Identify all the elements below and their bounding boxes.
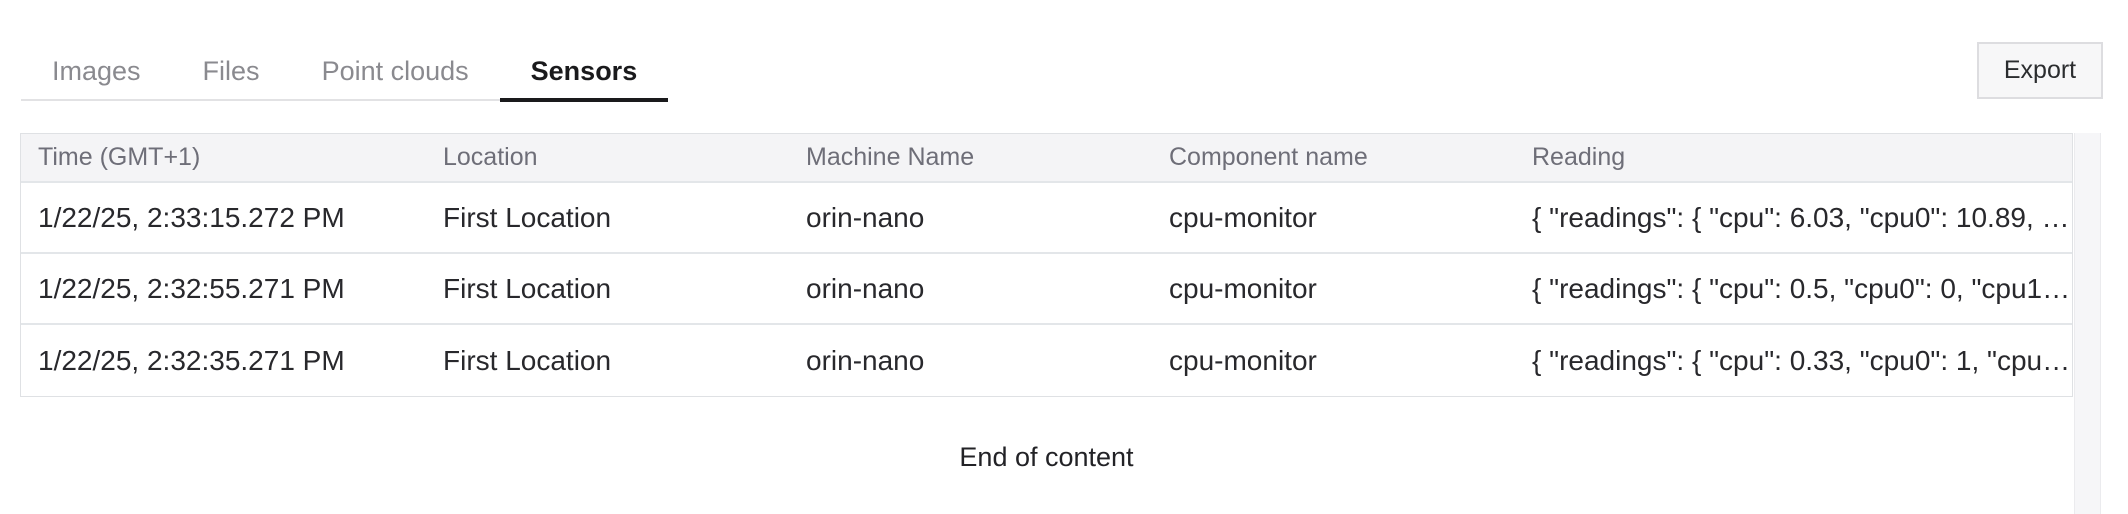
table-row[interactable]: 1/22/25, 2:33:15.272 PM First Location o… — [21, 183, 2072, 254]
reading-json-text: { "readings": { "cpu": 0.33, "cpu0": 1, … — [1532, 344, 2072, 376]
tab-files-label: Files — [202, 56, 260, 86]
vertical-scrollbar-track[interactable] — [2074, 133, 2101, 514]
cell-machine-name: orin-nano — [806, 344, 925, 376]
cell-time: 1/22/25, 2:32:35.271 PM — [38, 344, 345, 376]
cell-location: First Location — [443, 344, 612, 376]
cell-machine-name: orin-nano — [806, 272, 925, 304]
column-header-time: Time (GMT+1) — [38, 143, 201, 171]
reading-json-text: { "readings": { "cpu": 6.03, "cpu0": 10.… — [1532, 201, 2072, 233]
export-button[interactable]: Export — [1977, 42, 2103, 99]
tab-sensors[interactable]: Sensors — [499, 44, 669, 102]
column-header-machine-name: Machine Name — [806, 143, 975, 171]
end-of-content-label: End of content — [959, 442, 1134, 472]
tab-point-clouds-label: Point clouds — [321, 56, 469, 86]
cell-location: First Location — [443, 201, 612, 233]
cell-component-name: cpu-monitor — [1169, 272, 1317, 304]
table-row[interactable]: 1/22/25, 2:32:35.271 PM First Location o… — [21, 325, 2072, 396]
cell-reading: { "readings": { "cpu": 6.03, "cpu0": 10.… — [1515, 183, 2072, 252]
table-header-row: Time (GMT+1) Location Machine Name Compo… — [21, 134, 2072, 183]
cell-component-name: cpu-monitor — [1169, 201, 1317, 233]
tab-images[interactable]: Images — [21, 44, 172, 99]
cell-time: 1/22/25, 2:33:15.272 PM — [38, 201, 345, 233]
table-row[interactable]: 1/22/25, 2:32:55.271 PM First Location o… — [21, 254, 2072, 325]
column-header-reading: Reading — [1532, 143, 1626, 171]
reading-json-text: { "readings": { "cpu": 0.5, "cpu0": 0, "… — [1532, 272, 2072, 304]
column-header-location: Location — [443, 143, 538, 171]
tab-images-label: Images — [52, 56, 141, 86]
cell-component-name: cpu-monitor — [1169, 344, 1317, 376]
cell-reading: { "readings": { "cpu": 0.33, "cpu0": 1, … — [1515, 325, 2072, 396]
sensor-readings-table: Time (GMT+1) Location Machine Name Compo… — [20, 133, 2073, 397]
tab-files[interactable]: Files — [172, 44, 291, 99]
tab-point-clouds[interactable]: Point clouds — [291, 44, 500, 99]
cell-location: First Location — [443, 272, 612, 304]
cell-reading: { "readings": { "cpu": 0.5, "cpu0": 0, "… — [1515, 254, 2072, 323]
cell-time: 1/22/25, 2:32:55.271 PM — [38, 272, 345, 304]
column-header-component-name: Component name — [1169, 143, 1368, 171]
cell-machine-name: orin-nano — [806, 201, 925, 233]
data-type-tab-bar: Images Files Point clouds Sensors — [21, 44, 669, 102]
tab-sensors-label: Sensors — [530, 56, 638, 86]
